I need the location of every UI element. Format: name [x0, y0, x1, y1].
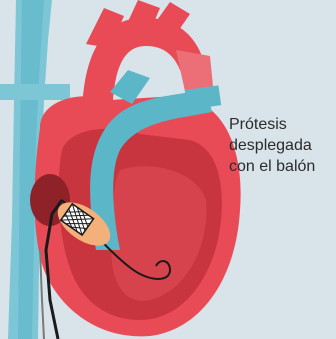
prosthesis-caption: Prótesis desplegada con el balón [229, 114, 333, 177]
caption-line-3: con el balón [229, 156, 333, 177]
caption-line-2: desplegada [229, 135, 333, 156]
pulmonary-vein-band [0, 84, 70, 100]
caption-line-1: Prótesis [229, 114, 333, 135]
